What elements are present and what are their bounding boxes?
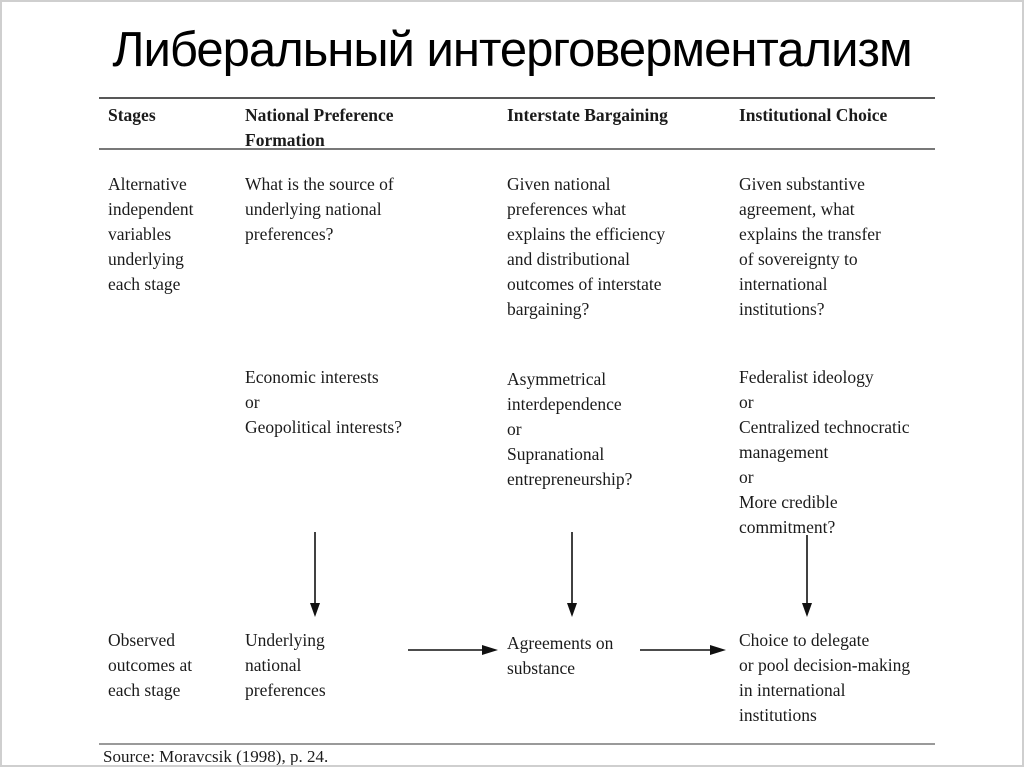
source-citation: Source: Moravcsik (1998), p. 24.	[103, 747, 329, 766]
table-bottom-rule	[99, 743, 935, 745]
down-arrow-icon	[802, 535, 812, 617]
cell-alternatives-choice: Federalist ideology or Centralized techn…	[739, 367, 910, 537]
column-header-institutional-choice: Institutional Choice	[739, 105, 888, 125]
cell-outcomes-choice: Choice to delegate or pool decision-maki…	[739, 630, 911, 725]
column-header-stages: Stages	[108, 105, 156, 125]
row-label-independent-variables: Alternative independent variables underl…	[108, 174, 194, 294]
column-header-national-preference-formation: National Preference Formation	[245, 105, 394, 150]
slide-title: Либеральный интерговерментализм	[112, 23, 912, 77]
cell-independent-variables-npf: What is the source of underlying nationa…	[245, 174, 394, 244]
row-label-observed-outcomes: Observed outcomes at each stage	[108, 630, 193, 700]
cell-alternatives-npf: Economic interests or Geopolitical inter…	[245, 367, 402, 437]
right-arrow-icon	[408, 645, 498, 655]
cell-outcomes-bargaining: Agreements on substance	[507, 633, 614, 678]
column-header-interstate-bargaining: Interstate Bargaining	[507, 105, 668, 125]
cell-outcomes-npf: Underlying national preferences	[245, 630, 326, 700]
cell-independent-variables-choice: Given substantive agreement, what explai…	[739, 174, 881, 319]
cell-alternatives-bargaining: Asymmetrical interdependence or Supranat…	[507, 369, 633, 489]
table-header-rule	[99, 148, 935, 150]
down-arrow-icon	[567, 532, 577, 617]
table-top-rule	[99, 97, 935, 99]
cell-independent-variables-bargaining: Given national preferences what explains…	[507, 174, 666, 319]
down-arrow-icon	[310, 532, 320, 617]
right-arrow-icon	[640, 645, 726, 655]
